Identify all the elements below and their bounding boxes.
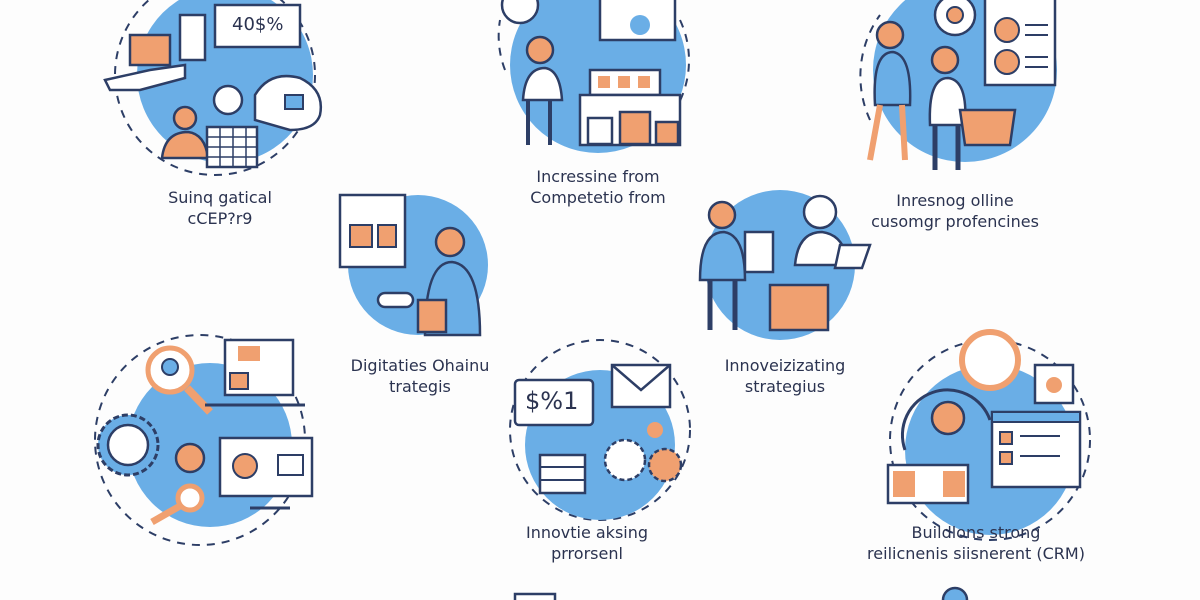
- shopping-cart-icon: [128, 13, 207, 67]
- concept-6-graphic: [94, 334, 314, 546]
- gear-icon: [603, 422, 683, 483]
- chat-icon: [1033, 363, 1075, 405]
- concept-2-graphic: [497, 0, 690, 153]
- concept-5-label: Innoveizizating strategius: [725, 355, 846, 397]
- cropped-bottom-icons: [513, 586, 969, 600]
- price-tag-icon: [513, 378, 595, 427]
- concept-7-graphic: [509, 339, 691, 521]
- label-line-1: Suinq gatical: [168, 188, 272, 207]
- clipboard-icon: [338, 193, 407, 269]
- concept-1-label: Suinq gatical cCEP?r9: [168, 187, 272, 229]
- person-icon: [521, 35, 564, 145]
- concept-8-label: Buildlons strong reilicnenis siisnerent …: [867, 522, 1085, 564]
- money-icon: [886, 463, 970, 505]
- concept-7-label: Innovtie aksing prrorsenl: [526, 522, 648, 564]
- label-line-2: cusomgr profencines: [871, 212, 1039, 231]
- concept-4-graphic: [338, 193, 488, 337]
- concept-3-label: Inresnog olline cusomgr profencines: [871, 190, 1039, 232]
- badge-percent: 40$%: [232, 14, 284, 35]
- calendar-icon: [205, 125, 259, 169]
- label-line-1: Incressine from: [536, 167, 660, 186]
- envelope-icon: [610, 363, 672, 409]
- dollar-coin-icon: [500, 0, 540, 25]
- document-icon: [205, 338, 305, 407]
- laptop-icon: [833, 243, 872, 270]
- concept-3-graphic: [859, 0, 1057, 170]
- label-line-2: prrorsenl: [551, 544, 623, 563]
- concept-4-label: Digitaties Ohainu trategis: [351, 355, 490, 397]
- speech-bubble-icon: [253, 74, 323, 132]
- label-line-2: Competetio from: [530, 188, 666, 207]
- price-tag-icon: [213, 3, 302, 49]
- laptop-icon: [598, 0, 677, 42]
- monitor-cart-icon: [218, 436, 314, 510]
- gear-icon: [933, 0, 977, 37]
- price-text: $%1: [525, 387, 579, 415]
- clock-icon: [212, 84, 244, 116]
- hand-icon: [103, 63, 187, 92]
- calculator-icon: [743, 230, 775, 274]
- gear-clock-icon: [96, 413, 206, 477]
- label-line-1: Inresnog olline: [896, 191, 1014, 210]
- plant-pot-icon: [586, 110, 680, 146]
- concept-2-label: Incressine from Competetio from: [530, 166, 666, 208]
- label-line-2: trategis: [389, 377, 451, 396]
- concept-5-graphic: [698, 190, 872, 340]
- label-line-1: Buildlons strong: [911, 523, 1041, 542]
- shopping-bag-icon: [376, 291, 448, 334]
- checklist-document-icon: [983, 0, 1057, 87]
- shopping-bag-icon: [768, 283, 830, 332]
- label-line-2: reilicnenis siisnerent (CRM): [867, 544, 1085, 563]
- key-icon: [150, 483, 205, 526]
- concept-8-graphic: [886, 329, 1091, 541]
- label-line-1: Innoveizizating: [724, 356, 846, 375]
- shopping-cart-icon: [958, 108, 1017, 147]
- label-line-2: cCEP?r9: [187, 209, 253, 228]
- concept-1-graphic: [103, 0, 323, 176]
- label-line-1: Digitaties Ohainu: [350, 356, 490, 375]
- label-line-2: strategius: [744, 377, 826, 396]
- label-line-1: Innovtie aksing: [525, 523, 649, 542]
- magnifier-person-icon: [145, 345, 213, 415]
- dashboard-icon: [990, 410, 1082, 489]
- customer-support-icon: [900, 329, 1021, 451]
- stack-icon: [538, 453, 587, 495]
